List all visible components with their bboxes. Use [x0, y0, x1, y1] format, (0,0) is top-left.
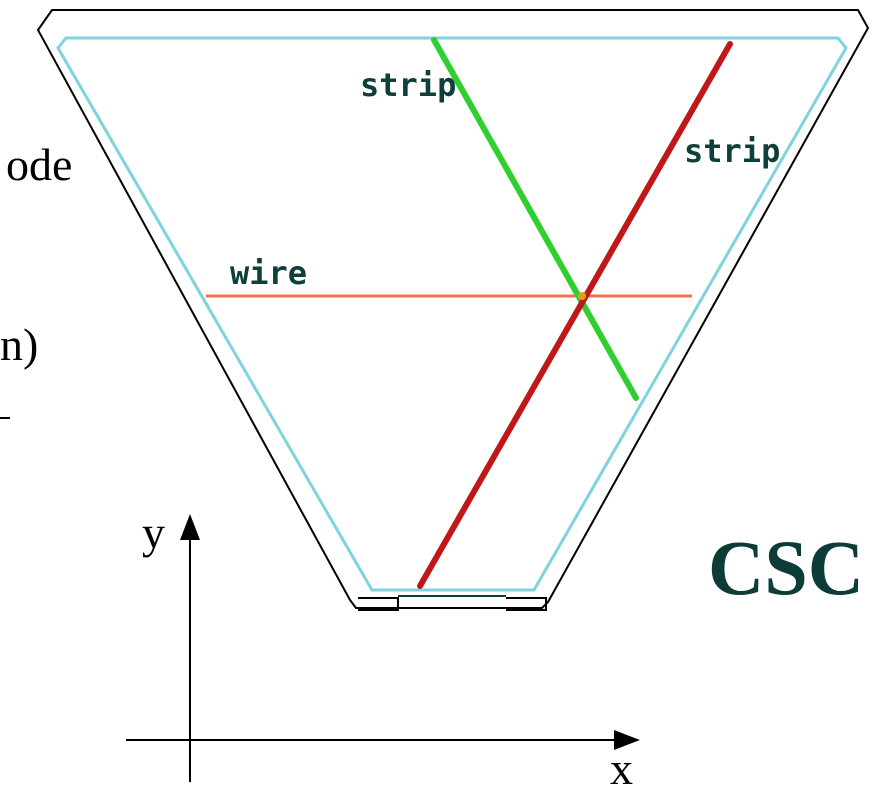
x-axis-label: x	[610, 743, 633, 786]
partial-text-n-paren: n)	[0, 319, 38, 370]
strip-line-red	[417, 41, 733, 589]
hit-point	[578, 292, 586, 300]
mount-tab-left	[358, 597, 399, 611]
mount-tab-right	[506, 597, 547, 611]
chamber-inner-outline	[56, 36, 848, 592]
x-axis-arrowhead	[614, 730, 640, 750]
strip-line-green	[431, 37, 639, 401]
partial-text-ode: ode	[6, 139, 72, 190]
y-axis-arrowhead	[180, 514, 200, 540]
chamber-outer-frame	[36, 9, 870, 609]
label-wire: wire	[230, 254, 307, 292]
y-axis-label: y	[142, 507, 165, 558]
label-strip-right: strip	[684, 132, 780, 170]
label-strip-left: strip	[360, 66, 456, 104]
title-csc: CSC	[708, 524, 864, 611]
